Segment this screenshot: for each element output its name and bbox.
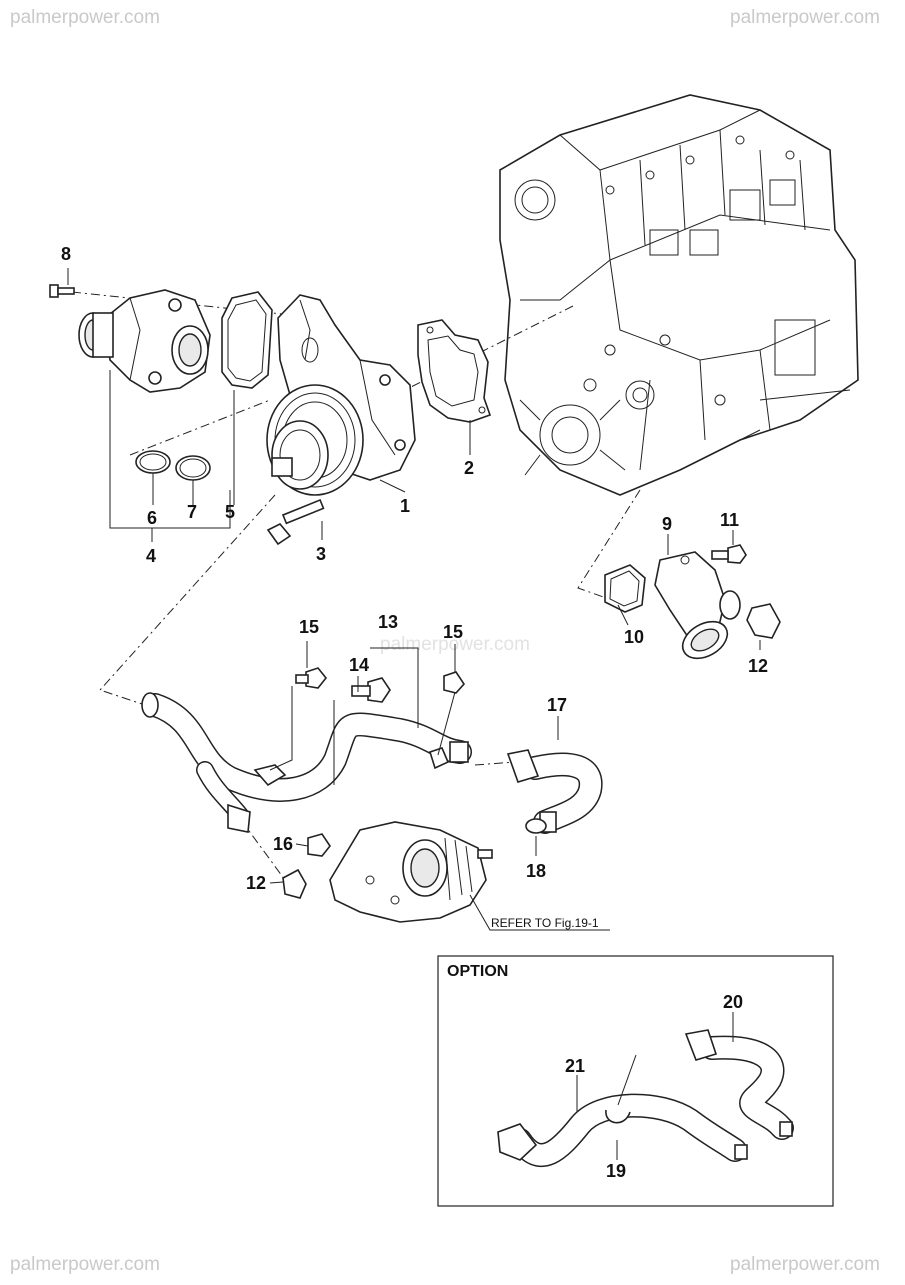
option-box: [437, 955, 834, 1207]
clip-18: [525, 818, 547, 834]
callout-11: 11: [720, 510, 739, 530]
screw-14: [351, 677, 391, 703]
hose-20: [684, 1029, 794, 1140]
option-title: OPTION: [447, 963, 508, 980]
callout-2: 2: [464, 458, 474, 478]
callout-5: 5: [225, 502, 235, 522]
callout-17: 17: [547, 695, 567, 715]
callout-6: 6: [147, 508, 157, 528]
watermark-bottom-right: palmerpower.com: [730, 1254, 880, 1275]
callout-1: 1: [400, 496, 410, 516]
cap-12-left: [282, 868, 307, 899]
screw-11: [711, 544, 747, 564]
leader-hose-inlet: [99, 494, 276, 706]
leader-cap-12: [229, 804, 286, 881]
hose-17: [506, 749, 603, 834]
watermark-top-left: palmerpower.com: [10, 7, 160, 28]
callout-12-right: 12: [748, 656, 768, 676]
leader-seal-ring: [129, 399, 271, 456]
callout-10: 10: [624, 627, 644, 647]
callout-14: 14: [349, 655, 369, 675]
screw-15-right: [443, 671, 466, 694]
callout-12-left: 12: [246, 873, 266, 893]
reference-leader: [469, 894, 610, 931]
callout-18: 18: [526, 861, 546, 881]
gasket-10: [604, 564, 646, 613]
engine-block: [499, 94, 859, 496]
screw-16: [307, 833, 331, 857]
callout-7: 7: [187, 502, 197, 522]
seal-rings: [135, 450, 211, 481]
callout-3: 3: [316, 544, 326, 564]
outlet-housing-9: [654, 551, 741, 660]
callout-21: 21: [565, 1056, 585, 1076]
thermostat-housing: [78, 289, 211, 393]
water-pump: [266, 294, 416, 496]
pump-module-ref: [329, 821, 493, 923]
leader-hose-17: [474, 761, 516, 766]
hose-21: [497, 1093, 748, 1167]
callout-20: 20: [723, 992, 743, 1012]
hose-13: [141, 692, 472, 833]
cap-12-right: [746, 603, 781, 639]
bolt-3: [266, 498, 325, 546]
callout-19: 19: [606, 1161, 626, 1181]
callout-15-right: 15: [443, 622, 463, 642]
gasket-2: [417, 319, 492, 423]
callout-15-left: 15: [299, 617, 319, 637]
callout-8: 8: [61, 244, 71, 264]
callout-16: 16: [273, 834, 293, 854]
leader-bolt-8: [71, 291, 321, 319]
callout-13: 13: [378, 612, 398, 632]
callout-9: 9: [662, 514, 672, 534]
leader-housing-block: [577, 489, 641, 601]
bolt-8: [49, 284, 75, 298]
cable-tie-19: [605, 1054, 637, 1124]
callout-leaders: [67, 268, 761, 1160]
reference-label: REFER TO Fig.19-1: [491, 916, 599, 930]
watermark-top-right: palmerpower.com: [730, 7, 880, 28]
o-ring-gasket-5: [221, 291, 273, 389]
callout-4: 4: [146, 546, 156, 566]
watermark-bottom-left: palmerpower.com: [10, 1254, 160, 1275]
screw-15-left: [295, 667, 328, 689]
